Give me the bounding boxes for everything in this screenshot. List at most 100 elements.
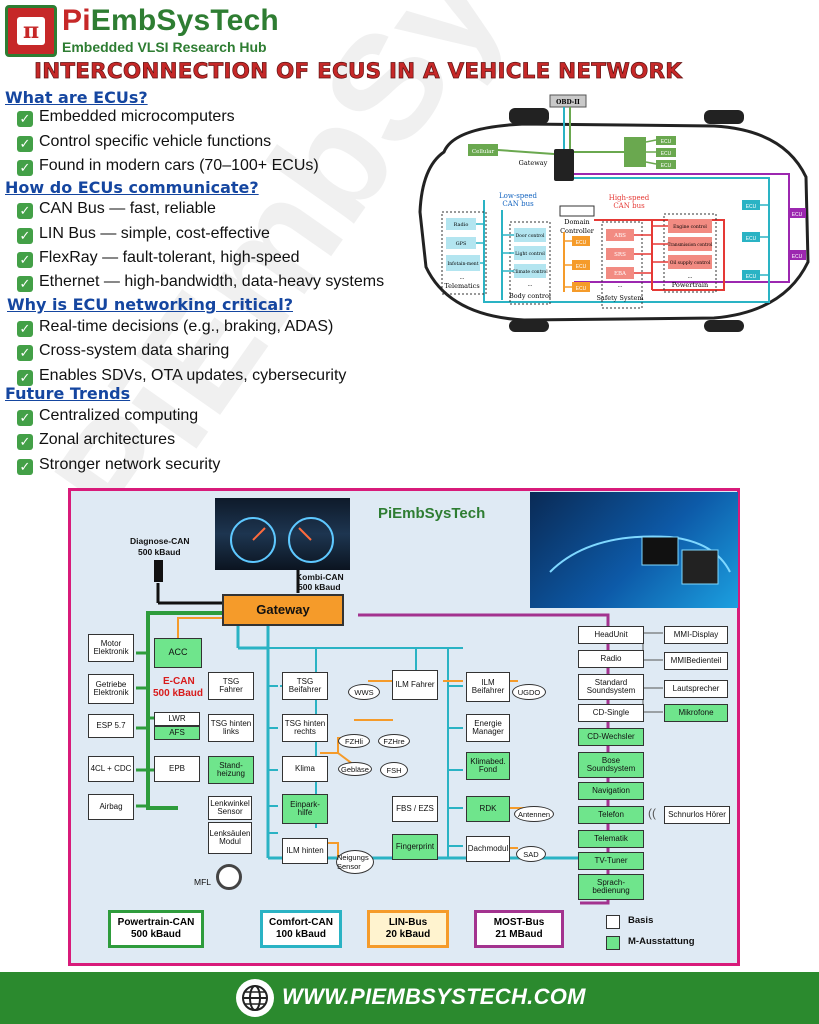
engine-label: Engine control xyxy=(673,224,707,230)
bullet-item: ✓LIN Bus — simple, cost-effective xyxy=(17,225,270,244)
ecu-tsg-hl: TSG hinten links xyxy=(208,714,254,742)
domain-label: Domain xyxy=(564,218,589,226)
ecu-dachmodul: Dachmodul xyxy=(466,836,510,862)
transmission-box xyxy=(668,237,712,251)
cellular-label: Cellular xyxy=(472,149,495,155)
climate-label: Climate control xyxy=(512,269,548,275)
low-speed-can-label: CAN bus xyxy=(502,200,534,208)
tagline: Embedded VLSI Research Hub xyxy=(62,39,267,55)
diagram-brand: PiEmbSysTech xyxy=(378,505,486,522)
ecu-tsg-hr: TSG hinten rechts xyxy=(282,714,328,742)
ecu-box xyxy=(656,160,676,169)
ecu-label: ECU xyxy=(746,274,757,280)
dashboard-image xyxy=(215,498,350,570)
ecu-tsg-beifahrer: TSG Beifahrer xyxy=(282,672,328,700)
ecu-rdk: RDK xyxy=(466,796,510,822)
teal-bus xyxy=(483,177,770,303)
body-label: Body control xyxy=(509,292,551,300)
safety-label: Safety System xyxy=(596,294,643,302)
ecu-getriebe: Getriebe Elektronik xyxy=(88,674,134,704)
telematics-ellipsis: ... xyxy=(459,275,464,281)
ecan-label: E-CAN xyxy=(163,676,195,687)
mikrofone: Mikrofone xyxy=(664,704,728,722)
check-icon: ✓ xyxy=(17,228,33,244)
schnurlos-hoerer: Schnurlos Hörer xyxy=(664,806,730,824)
ecu-antennen: Antennen xyxy=(514,806,554,822)
bullet-item: ✓Real-time decisions (e.g., braking, ADA… xyxy=(17,318,333,337)
diag-connector-icon xyxy=(154,560,163,582)
climate-box xyxy=(514,264,546,278)
ecu-ilm-beifahrer: ILM Beifahrer xyxy=(466,672,510,702)
srs-box xyxy=(606,248,634,260)
powertrain-group xyxy=(663,213,717,293)
most-telefon: Telefon xyxy=(578,806,644,824)
abs-box xyxy=(606,229,634,241)
most-cd-single: CD-Single xyxy=(578,704,644,722)
check-icon: ✓ xyxy=(17,136,33,152)
most-tv-tuner: TV-Tuner xyxy=(578,852,644,870)
ecu-fzhli: FZHli xyxy=(338,734,370,748)
ecu-box xyxy=(742,200,760,210)
bullet-item: ✓FlexRay — fault-tolerant, high-speed xyxy=(17,249,300,268)
ecu-ugdo: UGDO xyxy=(512,684,546,700)
ecu-wws: WWS xyxy=(348,684,380,700)
ecu-acc: ACC xyxy=(154,638,202,668)
check-icon: ✓ xyxy=(17,345,33,361)
section-heading-how: How do ECUs communicate? xyxy=(5,178,259,197)
legend-m-label: M-Ausstattung xyxy=(628,936,695,947)
bus-line xyxy=(645,139,657,143)
check-icon: ✓ xyxy=(17,434,33,450)
ecu-sad: SAD xyxy=(516,846,546,862)
bullet-item: ✓Found in modern cars (70–100+ ECUs) xyxy=(17,157,319,176)
engine-box xyxy=(668,219,712,233)
ecu-lenkwinkel: Lenkwinkel Sensor xyxy=(208,796,252,820)
footer-bar xyxy=(0,972,819,1024)
cellular-box xyxy=(468,144,498,156)
ecu-label: ECU xyxy=(576,286,587,292)
legend-basis-label: Basis xyxy=(628,915,654,926)
connector-box xyxy=(624,137,646,167)
brand-name: PiEmbSysTech xyxy=(62,4,279,37)
bullet-item: ✓Cross-system data sharing xyxy=(17,342,229,361)
safety-group xyxy=(601,221,643,309)
door-box xyxy=(514,228,546,242)
bullet-item: ✓Stronger network security xyxy=(17,456,220,475)
globe-icon xyxy=(236,979,274,1017)
legend-basis-swatch xyxy=(606,915,620,929)
infotainment-label: Infotain-ment xyxy=(447,261,478,267)
telematics-label: Telematics xyxy=(444,282,479,290)
purple-bus xyxy=(574,173,790,283)
check-icon: ✓ xyxy=(17,111,33,127)
eba-box xyxy=(606,267,634,279)
ecu-fzhre: FZHre xyxy=(378,734,410,748)
gps-label: GPS xyxy=(456,241,467,247)
ecu-motor: Motor Elektronik xyxy=(88,634,134,662)
check-icon: ✓ xyxy=(17,459,33,475)
ecu-ilm-hinten: ILM hinten xyxy=(282,838,328,864)
ecu-esp: ESP 5.7 xyxy=(88,714,134,738)
ecu-label: ECU xyxy=(576,264,587,270)
ecu-box xyxy=(572,236,590,246)
ecu-label: ECU xyxy=(792,212,803,218)
oil-box xyxy=(668,255,712,269)
footer-website-link[interactable]: WWW.PIEMBSYSTECH.COM xyxy=(282,984,586,1009)
ecu-label: ECU xyxy=(746,204,757,210)
obd-label: OBD-II xyxy=(556,99,580,106)
bullet-item: ✓Zonal architectures xyxy=(17,431,175,450)
ecu-ilm-fahrer: ILM Fahrer xyxy=(392,670,438,700)
check-icon: ✓ xyxy=(17,252,33,268)
section-heading-what: What are ECUs? xyxy=(5,88,148,107)
ecu-box xyxy=(742,232,760,242)
red-bus xyxy=(594,219,725,291)
door-label: Door control xyxy=(516,233,545,239)
mfl-label: MFL xyxy=(194,877,211,887)
ecu-geblaese: Gebläse xyxy=(338,762,372,776)
most-telematik: Telematik xyxy=(578,830,644,848)
ecu-airbag: Airbag xyxy=(88,794,134,820)
most-navigation: Navigation xyxy=(578,782,644,800)
light-label: Light control xyxy=(515,251,545,257)
ecu-fbs-ezs: FBS / EZS xyxy=(392,796,438,822)
bullet-item: ✓Centralized computing xyxy=(17,407,198,426)
eba-label: EBA xyxy=(614,271,627,277)
